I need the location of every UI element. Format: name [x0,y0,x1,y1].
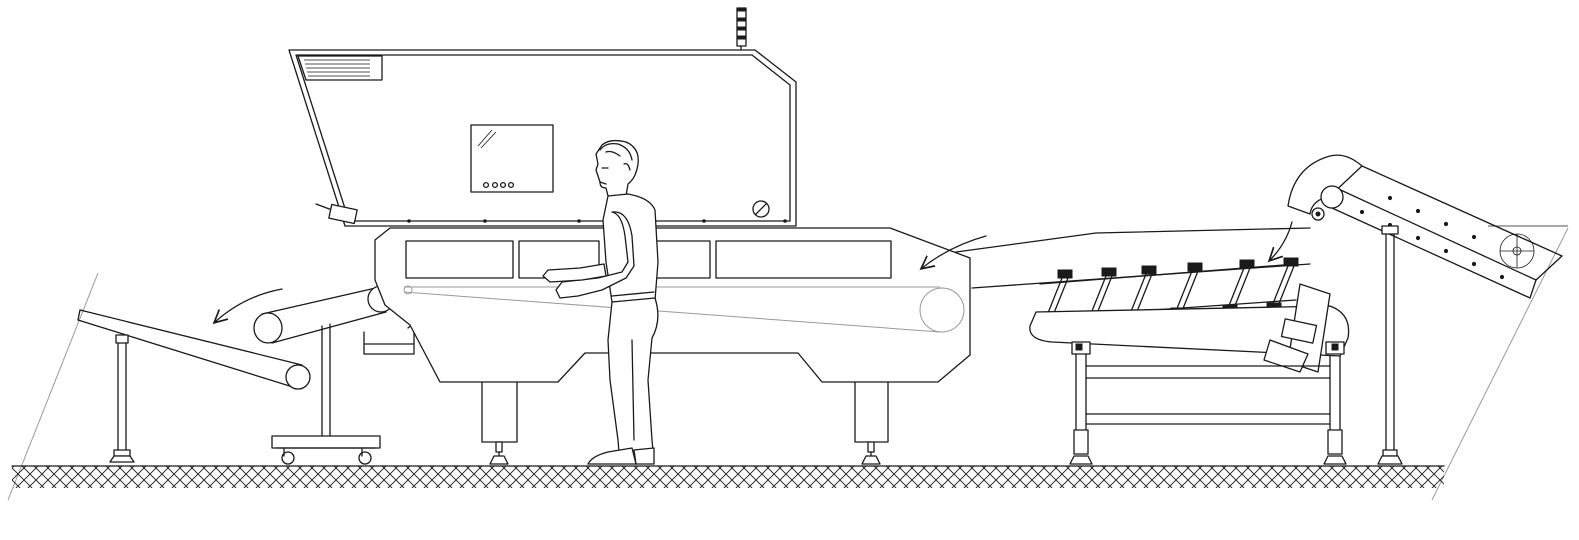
hood-latch [315,203,358,225]
flow-arrow-left [215,288,283,322]
signal-tower [736,7,747,51]
machine-legs [481,381,889,465]
discharge-roller-conveyor [253,285,395,465]
conveyor-cleats [1359,195,1505,280]
flow-arrow-feeder [1270,221,1293,260]
flow-arrow-machine [922,235,987,268]
vibratory-feeder [1029,283,1350,465]
outfeed-conveyor [77,309,311,463]
drive-unit [1263,283,1331,373]
adjustment-knob-icon [752,200,770,218]
operator [542,139,659,465]
vent-grille [297,55,383,81]
inclined-infeed-conveyor [1287,154,1563,465]
control-panel [470,124,554,193]
floor [11,465,1445,488]
rivets [407,219,787,223]
